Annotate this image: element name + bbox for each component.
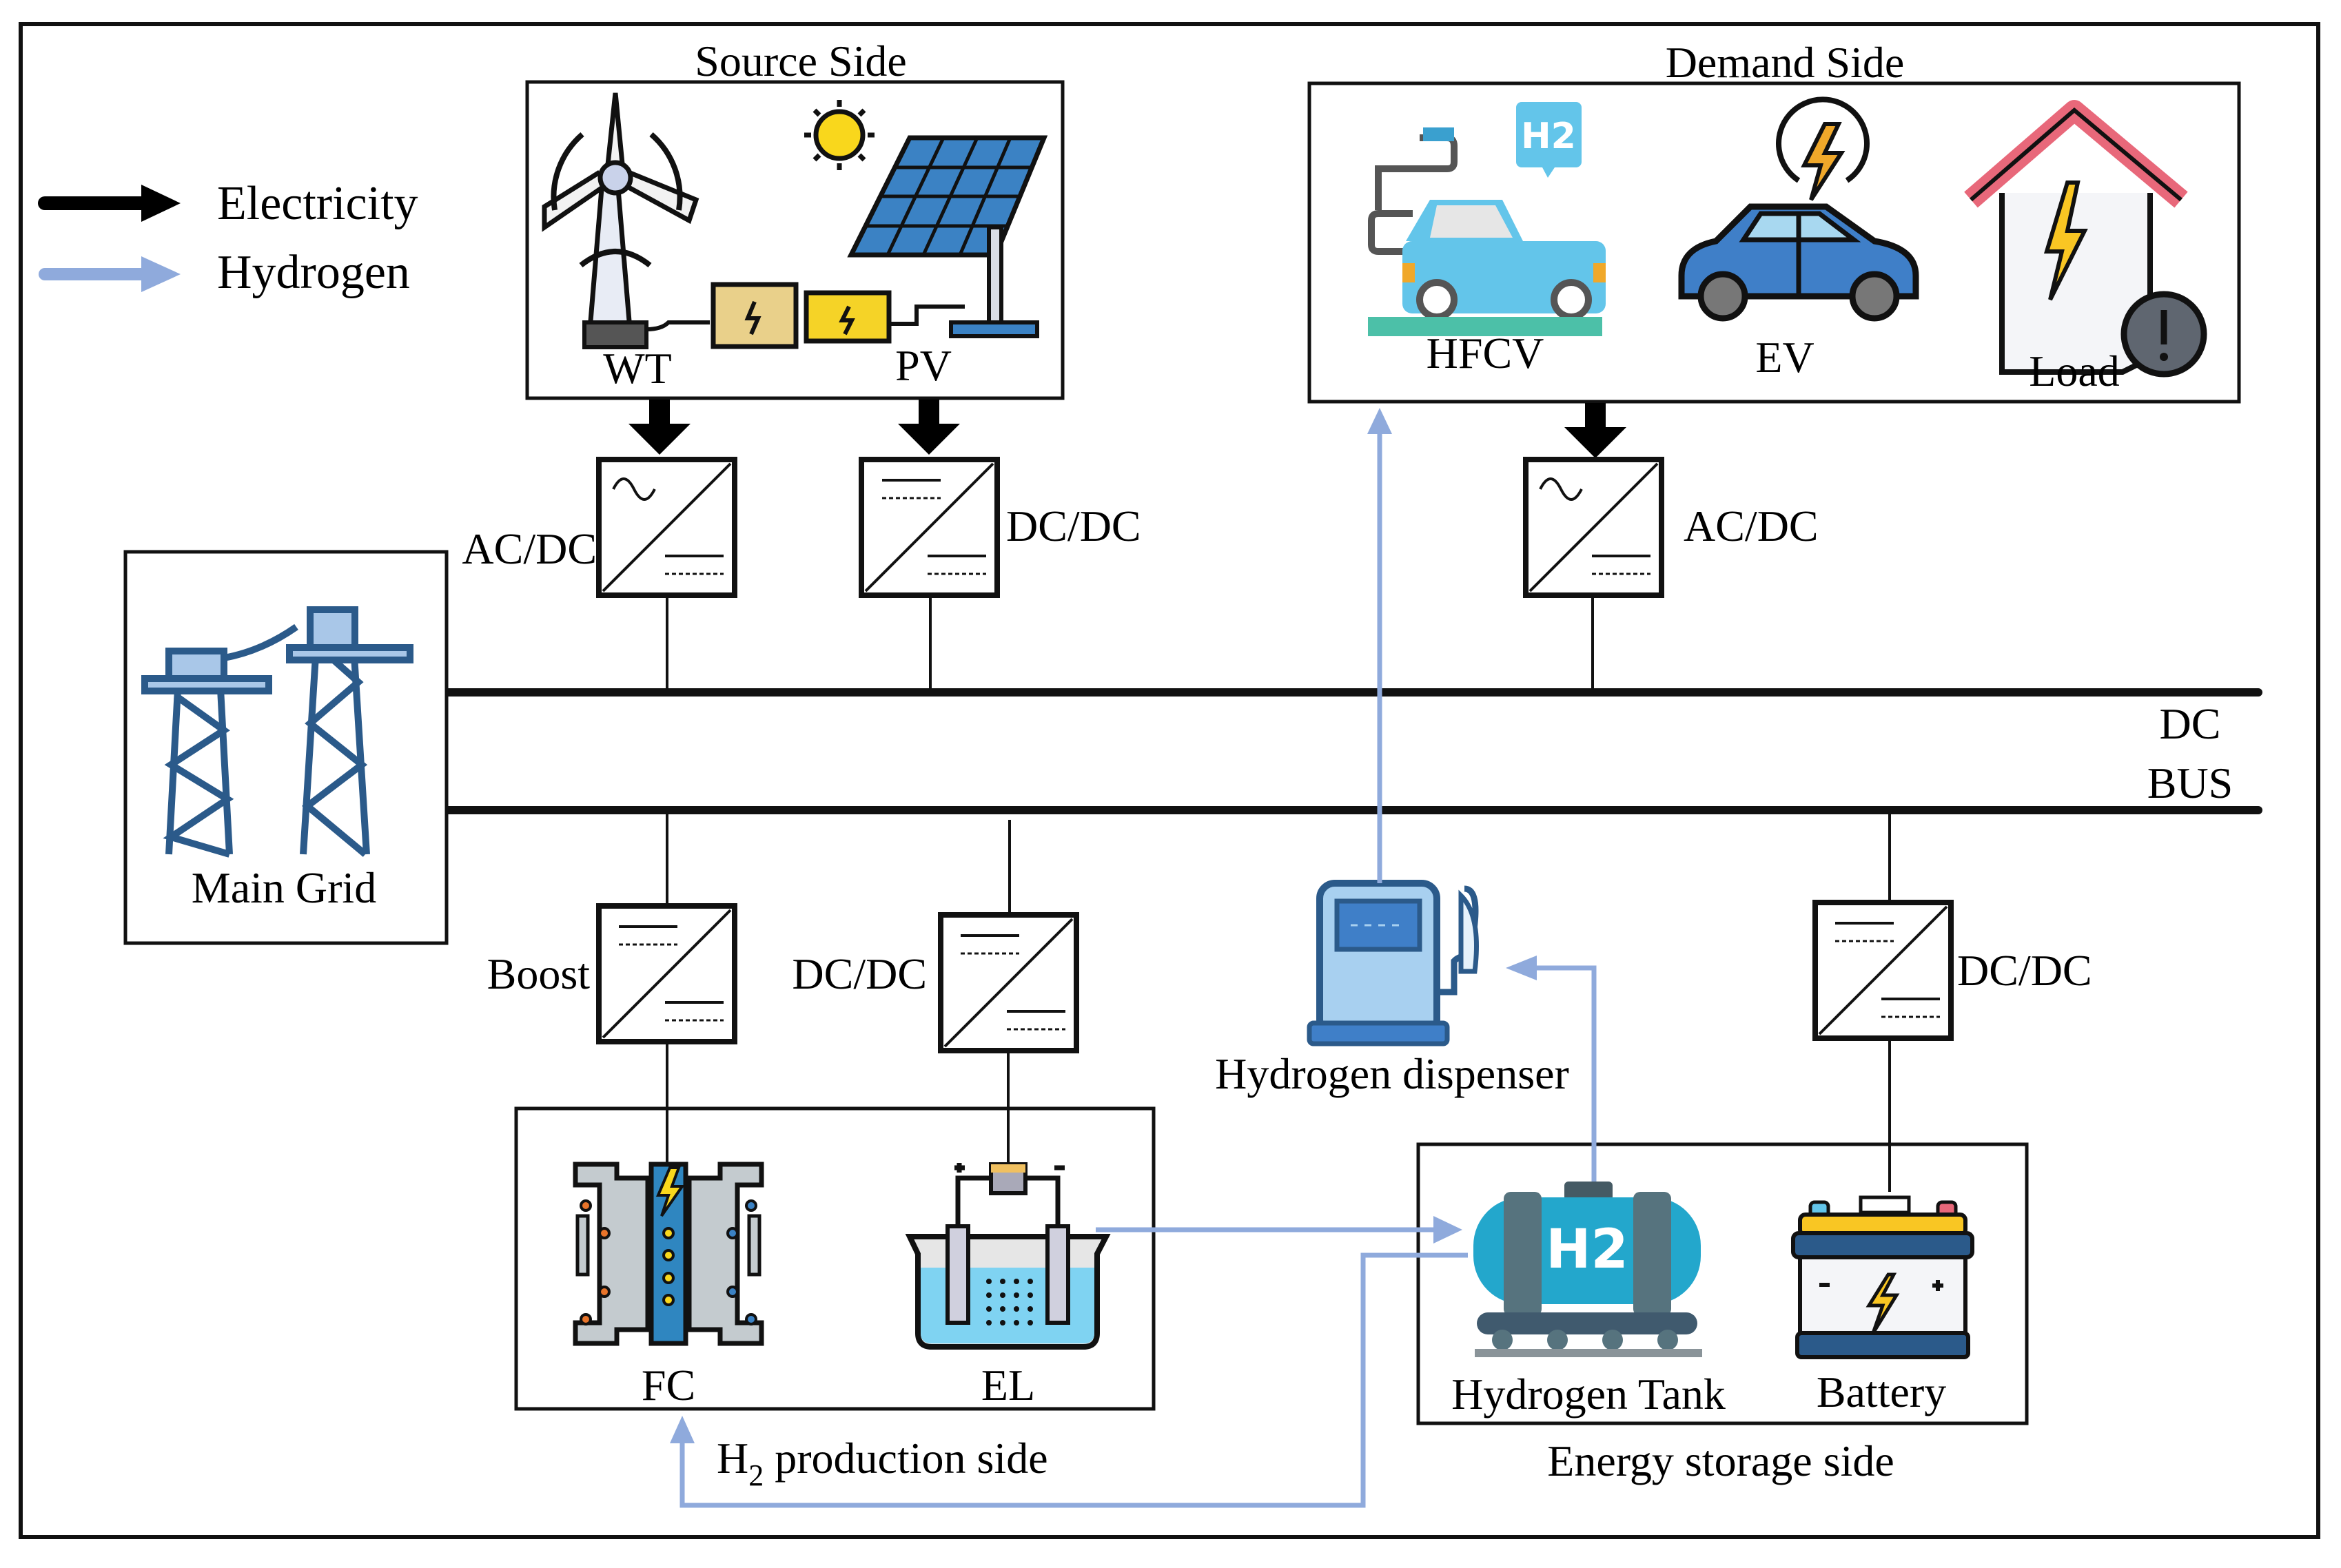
fc-label: FC: [642, 1361, 695, 1410]
converter-el-dc-dc: [938, 912, 1079, 1053]
h2-arrowhead-fc: [670, 1416, 695, 1443]
legend-hydrogen-label: Hydrogen: [217, 246, 410, 299]
h2-flow-tank-to-dispenser: [1537, 965, 1597, 1182]
converter-wt-label: AC/DC: [462, 524, 597, 573]
converter-demand-label: AC/DC: [1684, 502, 1819, 550]
dc-bus-label-line1: DC: [2160, 699, 2221, 748]
wt-label: WT: [603, 344, 672, 393]
pv-label: PV: [895, 341, 952, 390]
converter-pv-label: DC/DC: [1006, 502, 1141, 550]
h2-flow-tank-to-fc: [679, 1252, 1468, 1508]
converter-battery-label: DC/DC: [1957, 946, 2092, 995]
h2-production-title: H2 production side: [717, 1434, 1048, 1492]
tank-h2-label: H2: [1546, 1219, 1628, 1281]
h2-arrowhead-dispenser: [1506, 956, 1537, 980]
h2-badge-label: H2: [1521, 116, 1576, 157]
ev-icon: [1678, 96, 1919, 322]
legend-electricity-label: Electricity: [217, 177, 418, 230]
h2-arrowhead-tank: [1433, 1216, 1462, 1244]
converter-battery-dc-dc: [1812, 900, 1954, 1041]
converter-el-label: DC/DC: [792, 949, 927, 998]
hydrogen-dispenser-icon: [1307, 880, 1479, 1046]
demand-side-title: Demand Side: [1666, 38, 1905, 87]
electricity-arrowhead-icon: [141, 185, 181, 222]
sun-icon: [804, 100, 875, 170]
dc-bus-label-line2: BUS: [2147, 759, 2233, 807]
hfcv-icon: H2: [1368, 102, 1606, 336]
converter-demand-ac-dc: [1523, 457, 1664, 598]
wind-turbine-icon: [542, 92, 699, 349]
converter-pv-dc-dc: [859, 457, 1000, 598]
source-side-title: Source Side: [695, 37, 907, 85]
battery-label: Battery: [1817, 1368, 1946, 1416]
hydrogen-tank-label: Hydrogen Tank: [1451, 1370, 1726, 1419]
electrolyzer-icon: [905, 1162, 1111, 1350]
transmission-tower-icon: [141, 606, 413, 858]
load-house-icon: [1964, 100, 2207, 378]
fuel-cell-icon: [573, 1162, 764, 1346]
demand-side-box: [1307, 81, 2241, 404]
battery-pack-icon: [646, 282, 965, 349]
main-grid-box: [123, 550, 449, 945]
el-label: EL: [981, 1361, 1035, 1410]
converter-fc-label: Boost: [487, 949, 591, 998]
main-grid-label: Main Grid: [192, 863, 376, 912]
hydrogen-flows: [679, 434, 1597, 1508]
battery-icon: [1791, 1195, 1974, 1359]
solar-panel-icon: [847, 135, 1048, 338]
outer-border: [19, 22, 2320, 1539]
h2-production-box: [514, 1106, 1156, 1411]
source-side-box: [525, 80, 1065, 400]
electricity-flow-demand: [1564, 403, 1626, 458]
legend: Electricity Hydrogen: [38, 177, 418, 299]
hydrogen-arrowhead-icon: [141, 256, 181, 292]
hydrogen-dispenser-label: Hydrogen dispenser: [1215, 1049, 1569, 1098]
h2-arrowhead-hfcv: [1367, 408, 1392, 434]
electricity-flow-wt: [628, 400, 691, 455]
converter-fc-boost: [596, 903, 737, 1044]
hfcv-label: HFCV: [1427, 329, 1544, 378]
hydrogen-tank-icon: H2: [1473, 1182, 1702, 1357]
electricity-flow-pv: [898, 400, 960, 455]
load-label: Load: [2029, 347, 2120, 395]
legend-hydrogen: Hydrogen: [39, 246, 410, 299]
ev-label: EV: [1755, 333, 1814, 382]
converter-wt-ac-dc: [596, 457, 737, 598]
legend-electricity: Electricity: [38, 177, 418, 230]
energy-storage-title: Energy storage side: [1547, 1436, 1894, 1485]
energy-storage-box: [1416, 1142, 2029, 1425]
